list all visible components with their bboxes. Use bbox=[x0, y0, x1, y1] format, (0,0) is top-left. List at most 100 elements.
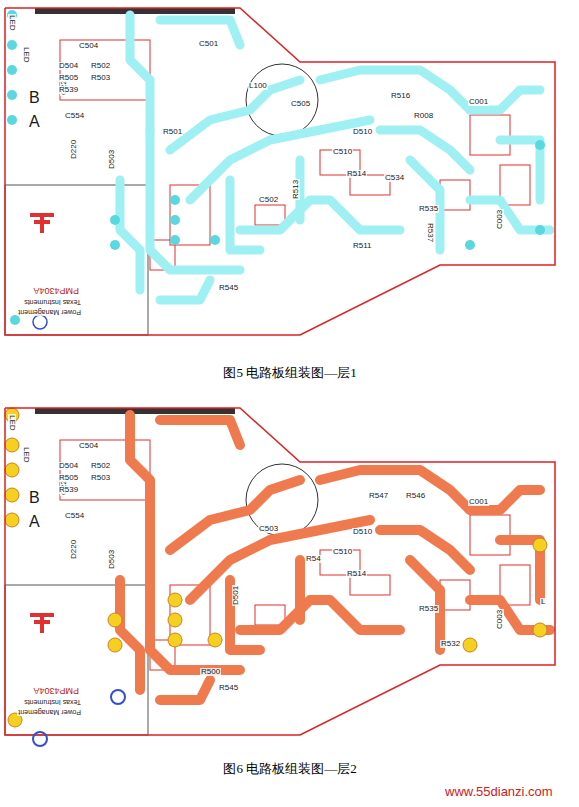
part-label: D504 bbox=[58, 462, 79, 470]
part-label: LED bbox=[22, 446, 30, 464]
watermark: www.55dianzi.com bbox=[444, 785, 554, 798]
part-label: R503 bbox=[90, 74, 111, 82]
via-pad bbox=[110, 215, 120, 225]
part-label: R545 bbox=[218, 684, 239, 692]
via-pad bbox=[7, 90, 17, 100]
part-label: R511 bbox=[352, 242, 373, 250]
layer-mark: B bbox=[28, 90, 41, 106]
solder-pad bbox=[168, 633, 182, 647]
solder-pad bbox=[108, 613, 122, 627]
part-label: C502 bbox=[258, 196, 279, 204]
copper-trace bbox=[320, 70, 470, 110]
copper-trace bbox=[120, 180, 140, 290]
part-label: R500 bbox=[200, 668, 221, 676]
copper-trace bbox=[160, 420, 240, 445]
copper-trace bbox=[500, 140, 540, 200]
part-label: R514 bbox=[346, 170, 367, 178]
copper-trace bbox=[410, 560, 440, 650]
part-label: C534 bbox=[384, 174, 405, 182]
figure-caption: 图5 电路板组装图—层1 bbox=[222, 366, 357, 379]
via-pad bbox=[535, 140, 545, 150]
copper-trace bbox=[240, 200, 400, 230]
solder-pad bbox=[168, 593, 182, 607]
ti-logo bbox=[30, 215, 54, 233]
part-label: C510 bbox=[332, 548, 353, 556]
part-label: C505 bbox=[290, 100, 311, 108]
solder-pad bbox=[168, 613, 182, 627]
copper-trace bbox=[130, 15, 150, 130]
part-label: R54 bbox=[305, 555, 322, 563]
part-label: R502 bbox=[90, 462, 111, 470]
part-label: D503 bbox=[108, 549, 116, 570]
copper-trace bbox=[320, 470, 470, 510]
copper-trace bbox=[130, 415, 150, 530]
part-label: C504 bbox=[78, 42, 99, 50]
part-label: R535 bbox=[418, 605, 439, 613]
part-label: C003 bbox=[496, 209, 504, 230]
part-label: LED bbox=[22, 46, 30, 64]
part-label: R539 bbox=[58, 86, 79, 94]
copper-trace bbox=[410, 160, 440, 250]
part-label: R502 bbox=[90, 62, 111, 70]
part-label: R008 bbox=[413, 112, 434, 120]
solder-pad bbox=[533, 623, 547, 637]
part-label: R537 bbox=[426, 222, 434, 243]
copper-trace bbox=[295, 560, 305, 620]
part-label: LED bbox=[8, 14, 16, 32]
board-region bbox=[5, 585, 148, 735]
board-region bbox=[5, 185, 148, 335]
part-label: C001 bbox=[468, 98, 489, 106]
board-text: Texas Instruments bbox=[23, 699, 82, 706]
solder-pad bbox=[463, 638, 477, 652]
solder-pad bbox=[5, 463, 19, 477]
part-label: R505 bbox=[58, 74, 79, 82]
part-label: R501 bbox=[162, 128, 183, 136]
part-label: D501 bbox=[232, 585, 240, 606]
part-label: R535 bbox=[418, 205, 439, 213]
layer-mark: B bbox=[28, 490, 41, 506]
ti-logo bbox=[30, 615, 54, 633]
via-pad bbox=[535, 225, 545, 235]
part-label: R532 bbox=[440, 640, 461, 648]
layer-mark: A bbox=[28, 114, 41, 130]
component-outline bbox=[470, 115, 510, 155]
via-pad bbox=[7, 65, 17, 75]
part-label: D510 bbox=[352, 128, 373, 136]
part-label: LED bbox=[8, 414, 16, 432]
board-outline bbox=[5, 408, 555, 735]
part-label: D510 bbox=[352, 528, 373, 536]
part-label: R513 bbox=[292, 179, 300, 200]
part-label: D220 bbox=[70, 139, 78, 160]
part-label: L100 bbox=[248, 82, 268, 90]
part-label: D503 bbox=[108, 149, 116, 170]
part-label: C001 bbox=[468, 498, 489, 506]
copper-trace bbox=[160, 280, 210, 300]
copper-trace bbox=[380, 530, 470, 570]
via-pad bbox=[465, 240, 475, 250]
part-label: L bbox=[540, 598, 546, 606]
part-label: C501 bbox=[198, 40, 219, 48]
copper-trace bbox=[120, 580, 140, 690]
part-label: R514 bbox=[346, 570, 367, 578]
part-label: C554 bbox=[64, 512, 85, 520]
part-label: D504 bbox=[58, 62, 79, 70]
via-pad bbox=[170, 235, 180, 245]
copper-trace bbox=[190, 520, 370, 600]
part-label: R546 bbox=[405, 492, 426, 500]
via-pad bbox=[170, 215, 180, 225]
part-label: R516 bbox=[390, 92, 411, 100]
via-pad bbox=[210, 235, 220, 245]
solder-pad bbox=[533, 538, 547, 552]
component-outline bbox=[255, 205, 285, 225]
via-pad bbox=[10, 315, 20, 325]
part-label: R545 bbox=[218, 284, 239, 292]
part-label: R539 bbox=[58, 486, 79, 494]
via-pad bbox=[170, 195, 180, 205]
copper-trace bbox=[380, 130, 470, 170]
part-label: C510 bbox=[332, 148, 353, 156]
board-text: Power Management bbox=[17, 309, 82, 316]
part-label: C003 bbox=[496, 609, 504, 630]
copper-trace bbox=[230, 580, 260, 650]
